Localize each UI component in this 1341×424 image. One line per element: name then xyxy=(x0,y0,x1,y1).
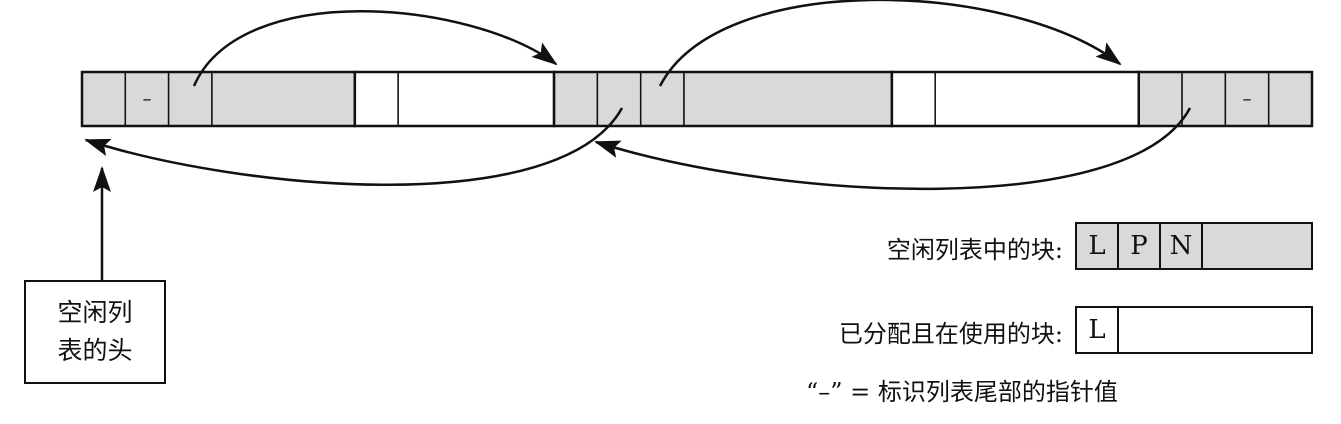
block-2-cell-1 xyxy=(354,71,399,127)
head-label-line2: 表的头 xyxy=(57,336,133,365)
head-label-line1: 空闲列 xyxy=(57,298,133,327)
legend-alloc-block: L xyxy=(1075,306,1313,354)
legend-free-block: L P N xyxy=(1075,222,1313,270)
legend-alloc-cell-l: L xyxy=(1077,308,1119,352)
legend-free-cell-payload xyxy=(1203,224,1311,268)
legend-free-cell-n: N xyxy=(1161,224,1203,268)
block-5-free xyxy=(1137,70,1314,128)
legend-free-cell-p: P xyxy=(1119,224,1161,268)
legend-null-note: “–” = 标识列表尾部的指针值 xyxy=(806,378,1118,406)
block-4-cell-1 xyxy=(891,71,936,127)
next-pointer-arrow-2 xyxy=(658,0,1122,87)
null-pointer-marker: – xyxy=(142,89,151,110)
free-list-head-box: 空闲列 表的头 xyxy=(24,280,166,384)
block-1-cell-4 xyxy=(211,71,356,127)
prev-pointer-arrow-2 xyxy=(594,107,1192,191)
legend-free-label: 空闲列表中的块: xyxy=(886,236,1063,264)
legend-free-cell-l: L xyxy=(1077,224,1119,268)
null-pointer-marker: – xyxy=(1243,89,1252,110)
legend-alloc-cell-payload xyxy=(1119,308,1311,352)
block-1-cell-1 xyxy=(81,71,127,127)
memory-strip: –– xyxy=(80,70,1314,128)
block-2-cell-2 xyxy=(397,71,555,127)
block-5-cell-2 xyxy=(1181,71,1227,127)
legend-alloc-label: 已分配且在使用的块: xyxy=(838,320,1063,348)
next-pointer-arrow-1 xyxy=(192,10,558,87)
block-3-cell-4 xyxy=(683,71,893,127)
block-5-cell-1 xyxy=(1138,71,1183,127)
block-3-cell-2 xyxy=(596,71,642,127)
block-4-cell-2 xyxy=(934,71,1140,127)
prev-pointer-arrow-1 xyxy=(84,107,624,186)
block-1-cell-3 xyxy=(167,71,213,127)
block-1-cell-2 xyxy=(124,71,170,127)
block-3-cell-1 xyxy=(553,71,599,127)
block-5-cell-4 xyxy=(1267,71,1313,127)
